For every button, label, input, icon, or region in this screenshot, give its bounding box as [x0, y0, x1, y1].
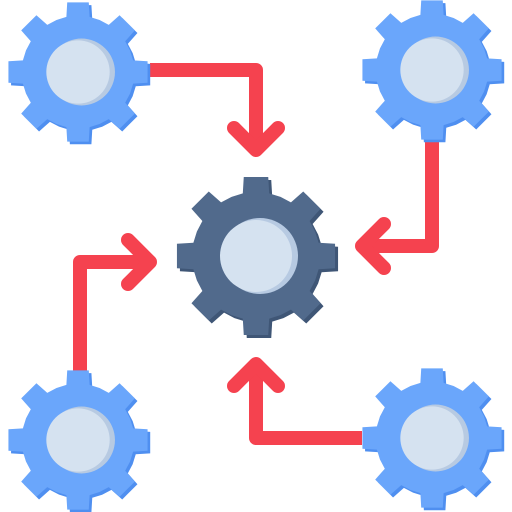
arrow-from-bottom-right-icon [227, 357, 362, 445]
gear-bottom-right-hub [400, 406, 464, 470]
gear-top-left-hub [46, 40, 110, 104]
gear-bottom-right-icon [362, 368, 505, 511]
gear-top-right-icon [362, 0, 505, 143]
arrow-from-bottom-left-icon [73, 233, 157, 372]
center-gear-hub [220, 220, 292, 292]
arrow-from-top-right-icon [355, 140, 439, 275]
arrow-from-top-left-icon [150, 63, 285, 157]
gear-bottom-left-icon [8, 370, 151, 512]
gear-bottom-left-hub [46, 408, 110, 472]
gear-top-right-hub [400, 38, 464, 102]
center-gear-icon [176, 176, 339, 339]
gear-top-left-icon [8, 2, 151, 145]
